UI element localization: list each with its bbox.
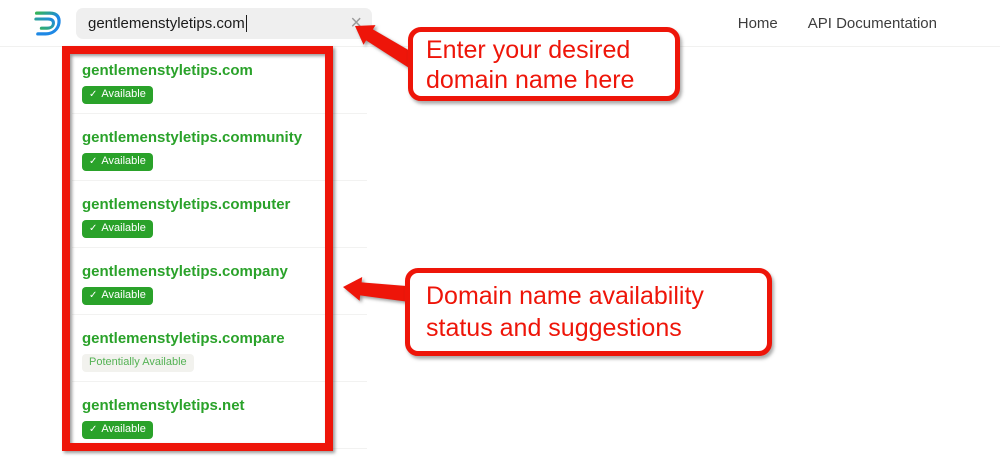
status-label: Available [101, 423, 146, 435]
status-badge: ✓Available [82, 86, 153, 104]
status-badge: ✓Available [82, 421, 153, 439]
status-badge: ✓Available [82, 220, 153, 238]
annotation-arrow-to-results [343, 277, 419, 303]
result-row[interactable]: gentlemenstyletips.com ✓Available [72, 47, 367, 114]
annotation-text-line: Domain name availability [426, 282, 704, 310]
status-label: Available [101, 88, 146, 100]
nav-home-link[interactable]: Home [737, 14, 778, 32]
search-box[interactable]: gentlemenstyletips.com × [76, 7, 372, 39]
result-row[interactable]: gentlemenstyletips.compare Potentially A… [72, 315, 367, 382]
domainr-logo-icon [34, 11, 61, 36]
domain-name[interactable]: gentlemenstyletips.com [82, 62, 253, 79]
domain-name[interactable]: gentlemenstyletips.computer [82, 196, 291, 213]
check-icon: ✓ [89, 290, 98, 301]
result-row[interactable]: gentlemenstyletips.computer ✓Available [72, 181, 367, 248]
status-label: Available [101, 289, 146, 301]
annotation-text-line: domain name here [426, 66, 635, 94]
results-list: gentlemenstyletips.com ✓Available gentle… [72, 47, 367, 449]
annotation-text-line: status and suggestions [426, 314, 682, 342]
main-nav: Home API Documentation [738, 15, 937, 32]
clear-search-icon[interactable]: × [350, 12, 362, 34]
result-row[interactable]: gentlemenstyletips.net ✓Available [72, 382, 367, 449]
domain-name[interactable]: gentlemenstyletips.net [82, 397, 245, 414]
nav-api-docs-link[interactable]: API Documentation [807, 14, 937, 32]
annotation-search-note: Enter your desired domain name here [408, 27, 680, 101]
status-label: Available [101, 155, 146, 167]
result-row[interactable]: gentlemenstyletips.community ✓Available [72, 114, 367, 181]
status-label: Available [101, 222, 146, 234]
status-badge: ✓Available [82, 287, 153, 305]
check-icon: ✓ [89, 223, 98, 234]
check-icon: ✓ [89, 424, 98, 435]
status-badge: ✓Available [82, 153, 153, 171]
annotation-results-note: Domain name availability status and sugg… [405, 268, 772, 356]
domain-name[interactable]: gentlemenstyletips.company [82, 263, 288, 280]
header: gentlemenstyletips.com × Home API Docume… [0, 0, 1000, 47]
result-row[interactable]: gentlemenstyletips.company ✓Available [72, 248, 367, 315]
check-icon: ✓ [89, 156, 98, 167]
status-badge: Potentially Available [82, 354, 194, 372]
annotation-text-line: Enter your desired [426, 36, 631, 64]
search-input[interactable]: gentlemenstyletips.com [88, 14, 245, 32]
check-icon: ✓ [89, 89, 98, 100]
domain-name[interactable]: gentlemenstyletips.compare [82, 330, 285, 347]
app-logo[interactable] [28, 6, 62, 40]
text-caret [245, 14, 248, 32]
status-label: Potentially Available [89, 356, 187, 368]
domain-name[interactable]: gentlemenstyletips.community [82, 129, 303, 146]
